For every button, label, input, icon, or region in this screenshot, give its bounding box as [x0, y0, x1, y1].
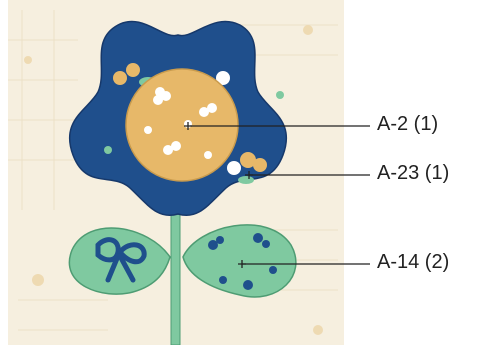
flower-block-illustration — [8, 0, 344, 345]
right-leaf-print — [208, 233, 277, 290]
gold-print-flowers — [144, 87, 217, 159]
stem — [170, 209, 181, 345]
quilt-block-panel — [8, 0, 344, 345]
gold-center-piece — [125, 68, 239, 182]
label-a23: A-23 (1) — [377, 162, 450, 184]
left-leaf-bow-print — [95, 237, 147, 283]
label-a2: A-2 (1) — [377, 113, 439, 135]
left-leaf — [68, 227, 171, 295]
label-a14: A-14 (2) — [377, 251, 450, 273]
